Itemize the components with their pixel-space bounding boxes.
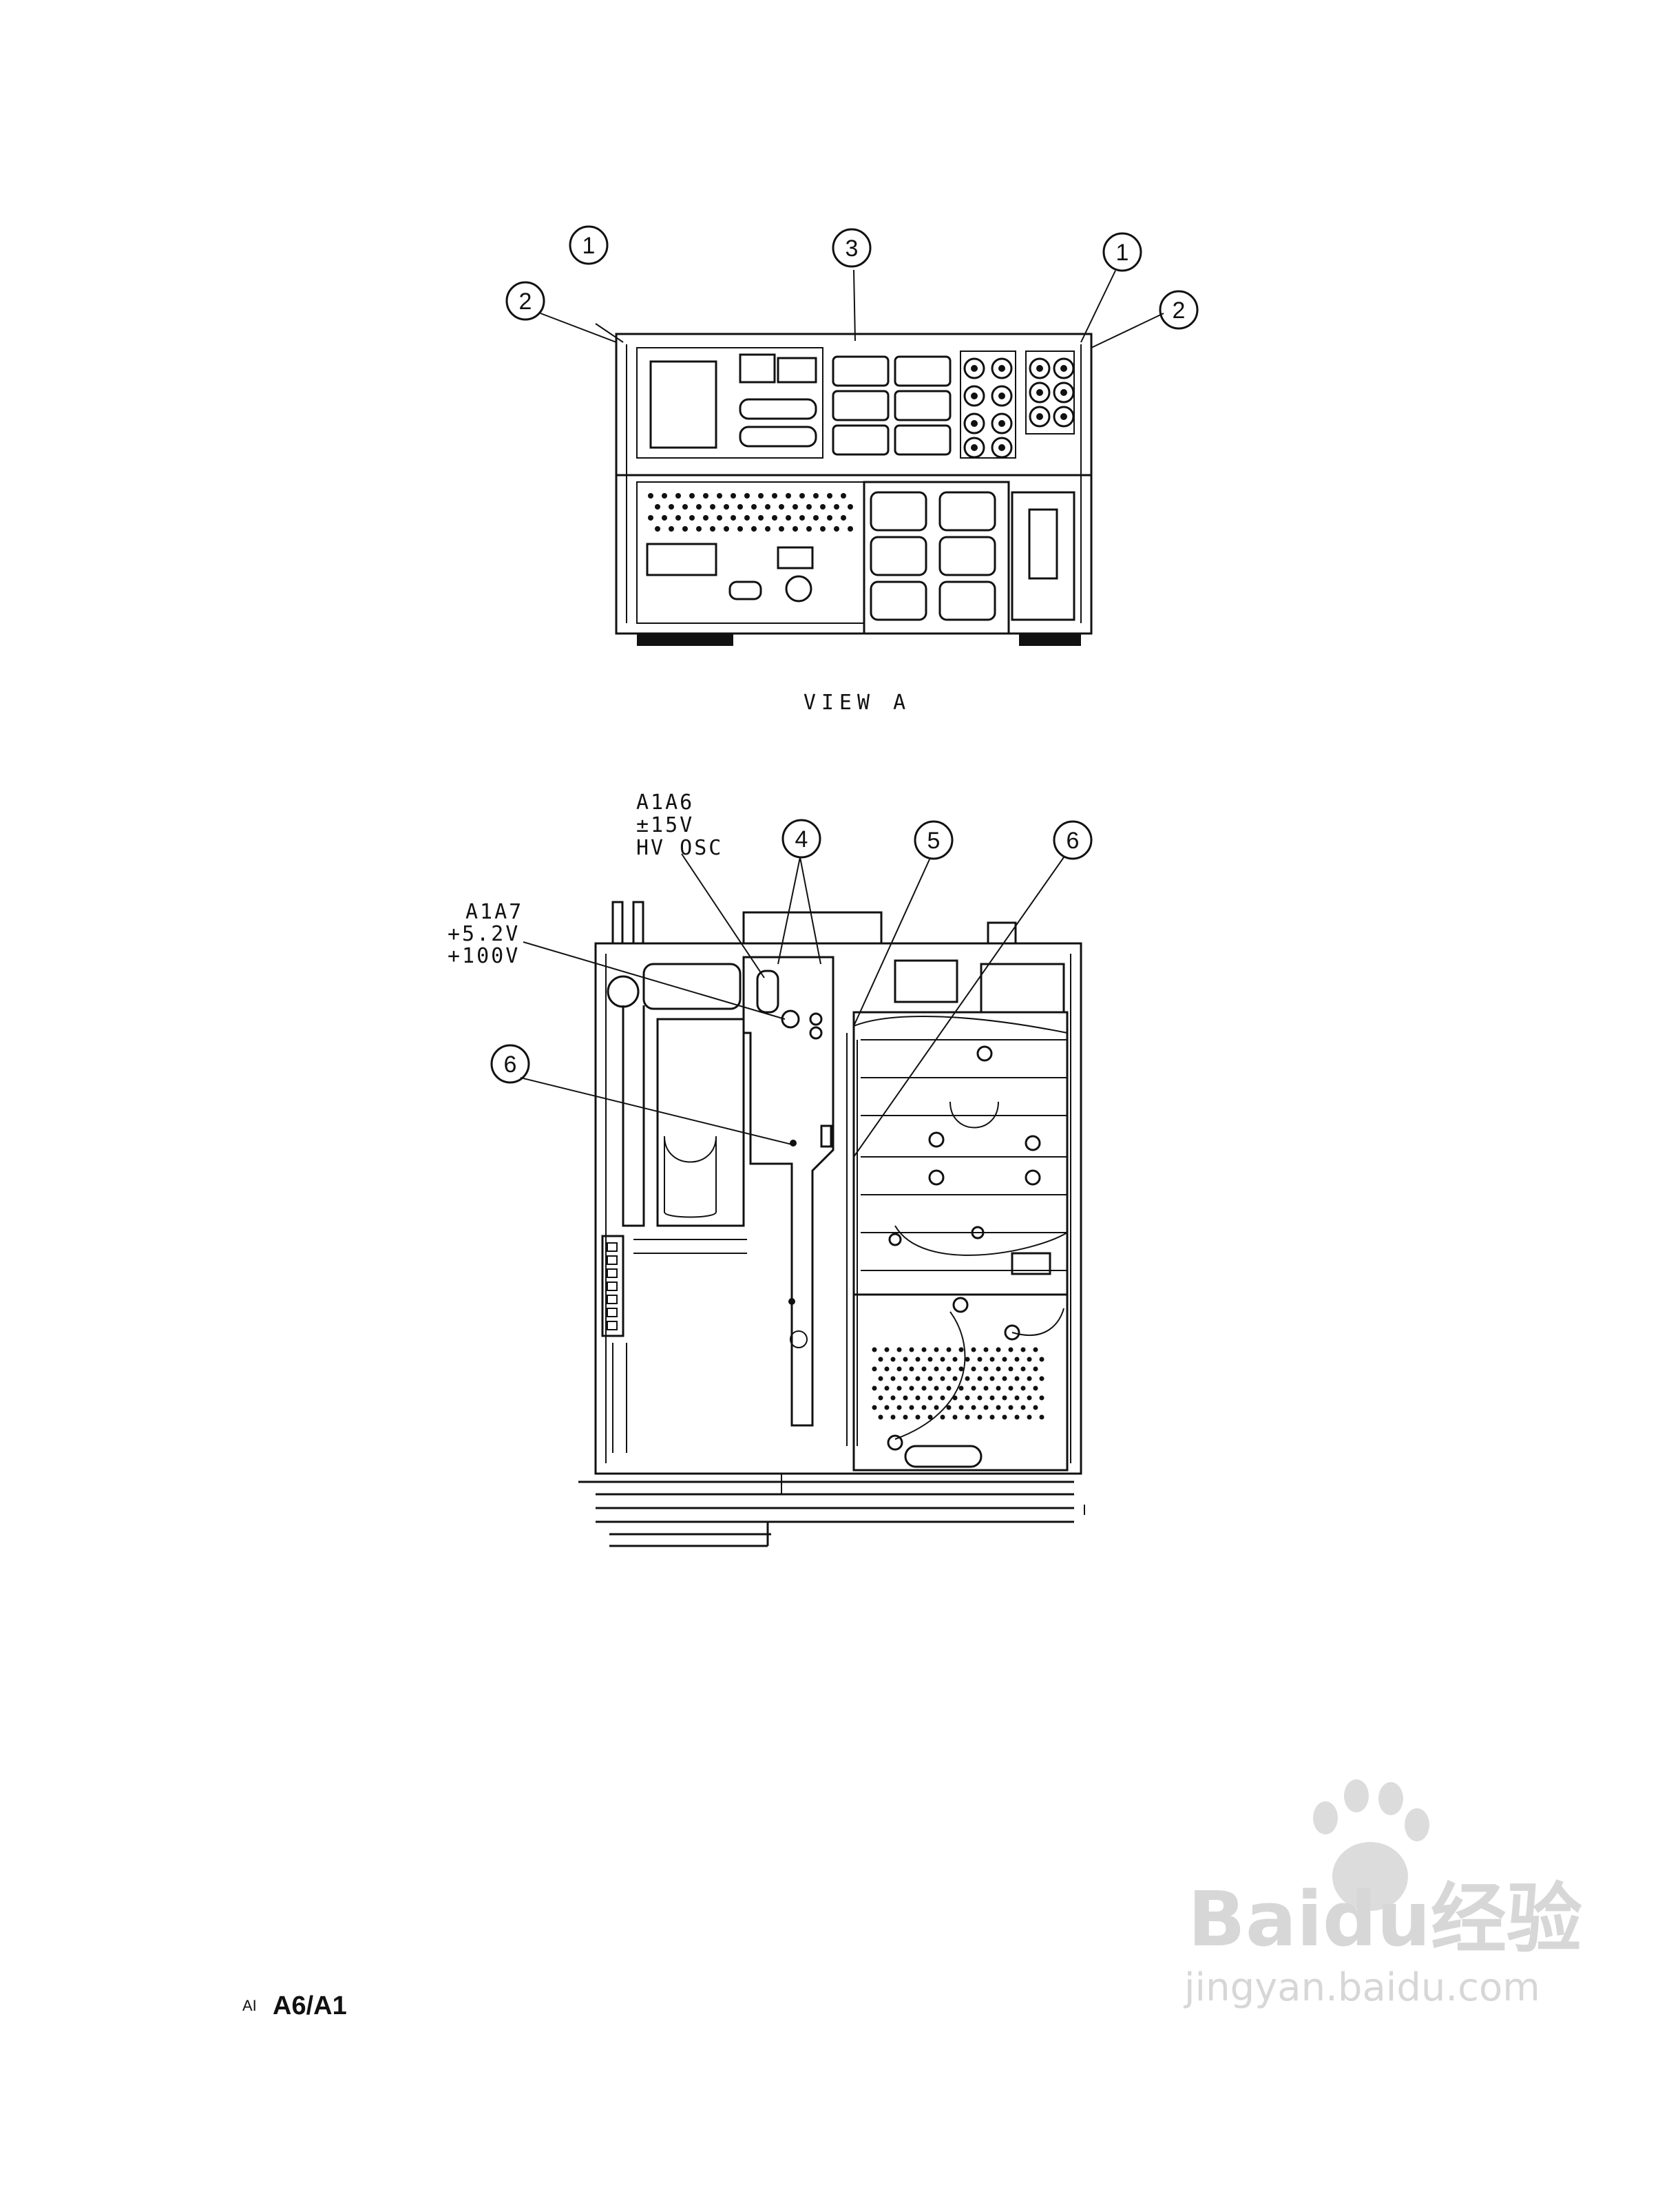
callout-1-left: 1	[569, 225, 609, 265]
bnc-connector	[991, 412, 1013, 435]
a1a6-board	[756, 970, 779, 1014]
svg-text:A1A7: A1A7	[465, 900, 523, 924]
bnc-connector	[991, 385, 1013, 407]
rear-foot-right	[1019, 634, 1081, 646]
svg-text:6: 6	[1067, 828, 1080, 854]
bnc-connector	[1029, 357, 1051, 379]
rear-cover-plate	[649, 360, 717, 449]
callout-4: 4	[781, 819, 821, 859]
bnc-connector	[991, 357, 1013, 379]
connector-d-sub-2	[739, 426, 817, 448]
footer-page-ref: A6/A1	[273, 1991, 347, 2020]
svg-text:+100V: +100V	[448, 944, 520, 968]
line-switch	[777, 357, 817, 384]
callout-1-right: 1	[1102, 232, 1142, 272]
footer-prefix: AI	[242, 1997, 257, 2014]
watermark-brand: Baidu经验	[1188, 1875, 1582, 1963]
top-shield	[742, 911, 883, 945]
svg-text:4: 4	[795, 826, 808, 852]
bnc-connector	[963, 412, 985, 435]
label-a1a7: A1A7 +5.2V +100V	[448, 900, 523, 968]
bnc-connector-array	[963, 357, 1075, 459]
bnc-connector	[1029, 381, 1051, 404]
svg-text:2: 2	[1173, 297, 1186, 324]
svg-text:1: 1	[582, 233, 596, 259]
svg-text:HV OSC: HV OSC	[636, 836, 723, 860]
fuse-holder	[646, 543, 717, 576]
selector-switch	[777, 546, 814, 569]
page-footer: AI A6/A1	[242, 1991, 347, 2020]
svg-text:2: 2	[519, 289, 532, 315]
connector-d-sub-1	[739, 398, 817, 420]
svg-text:1: 1	[1116, 240, 1129, 266]
watermark-url: jingyan.baidu.com	[1183, 1965, 1540, 2010]
callout-3: 3	[832, 228, 872, 268]
bnc-connector	[1029, 406, 1051, 428]
chassis-base-lines	[578, 1474, 1085, 1547]
rear-foot-left	[637, 634, 733, 646]
bnc-connector	[963, 385, 985, 407]
bnc-connector	[963, 357, 985, 379]
vent-holes	[648, 493, 853, 532]
view-b-internal: A1A6 ±15V HV OSC A1A7 +5.2V +100V 4 5 6 …	[448, 791, 1093, 1547]
paw-logo-icon	[1313, 1779, 1429, 1911]
card-cage	[852, 1011, 1069, 1296]
rear-door	[1011, 491, 1075, 621]
rear-slot-cutouts	[832, 355, 952, 456]
view-a-rear-panel: 1 2 3 1 2 VIEW A	[505, 225, 1199, 715]
center-bracket	[742, 956, 834, 1427]
callout-6-left: 6	[490, 1044, 530, 1084]
callout-5: 5	[914, 820, 954, 860]
svg-text:+5.2V: +5.2V	[448, 922, 520, 946]
psu-vent-holes	[872, 1347, 1044, 1420]
view-a-caption: VIEW A	[804, 691, 911, 715]
callout-2-left: 2	[505, 281, 545, 321]
callout-6-right: 6	[1053, 820, 1093, 860]
crt-neck	[607, 975, 640, 1008]
cable-connector-block	[1011, 1252, 1051, 1275]
lower-cutouts	[863, 481, 1010, 635]
rear-panel-frame	[615, 333, 1093, 635]
crt-assembly	[656, 1018, 745, 1227]
baidu-watermark: Baidu经验 jingyan.baidu.com	[1183, 1779, 1582, 2010]
svg-text:3: 3	[846, 236, 859, 262]
label-a1a6: A1A6 ±15V HV OSC	[636, 791, 723, 860]
power-supply-module	[852, 1293, 1069, 1472]
svg-text:±15V: ±15V	[636, 813, 694, 837]
svg-text:6: 6	[504, 1051, 517, 1078]
callout-2-right: 2	[1159, 290, 1199, 330]
svg-text:5: 5	[927, 828, 941, 854]
power-inlet	[739, 353, 776, 384]
svg-text:A1A6: A1A6	[636, 791, 694, 815]
terminal-strip	[601, 1235, 624, 1337]
